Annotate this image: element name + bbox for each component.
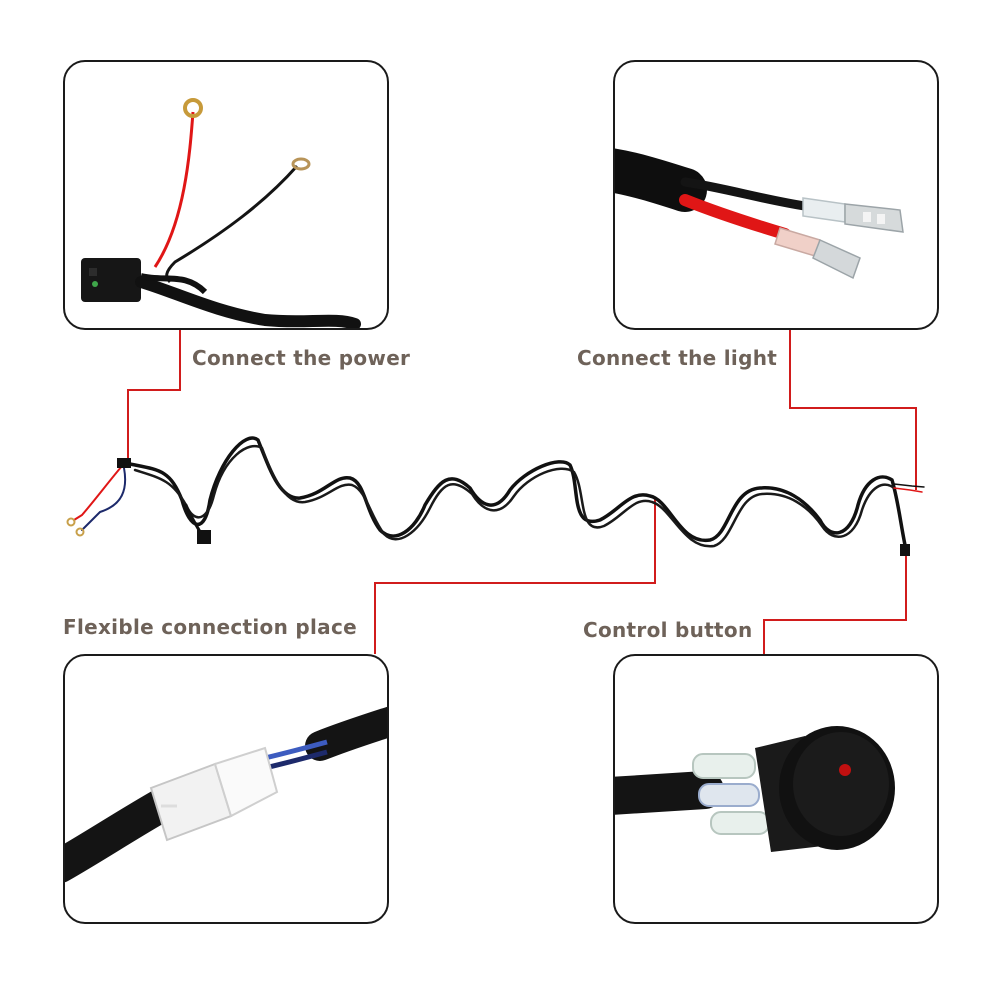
callout-line-control [763,548,907,654]
control-switch-photo [615,726,895,852]
fuse-holder-icon [81,258,141,302]
flex-connector-photo [65,706,387,883]
indicator-led-icon [839,764,851,776]
callout-line-light [789,326,917,490]
ring-terminal-icon [183,98,203,118]
power-connector-photo [81,98,361,328]
photo-panel-control [613,654,939,924]
label-connect-power: Connect the power [192,346,411,370]
label-connect-light: Connect the light [577,346,778,370]
rocker-switch-icon [755,726,895,852]
photo-panel-power [63,60,389,330]
plug-connector-icon [149,746,279,842]
photo-panel-flex [63,654,389,924]
label-control-button: Control button [583,618,753,642]
spade-terminal-icon [802,197,904,233]
light-connector-photo [615,148,904,280]
callout-line-power [127,326,181,462]
wiring-harness [66,436,925,556]
photo-panel-light [613,60,939,330]
label-flexible-connection: Flexible connection place [63,615,357,639]
